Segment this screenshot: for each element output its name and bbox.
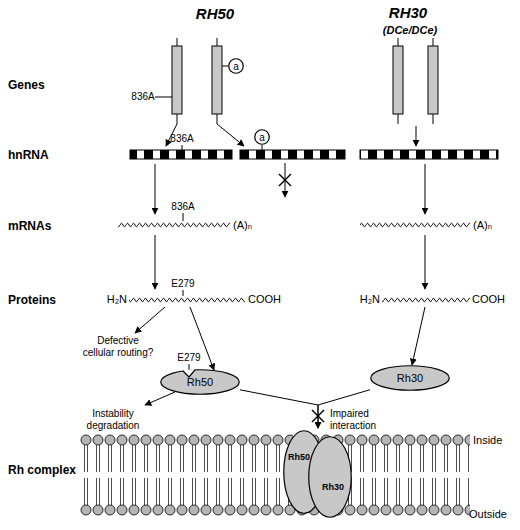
note-text: Instability degradation — [82, 408, 144, 432]
ellipse-outline — [308, 436, 352, 518]
mutation-tick — [183, 213, 184, 221]
notch-cut — [183, 369, 195, 377]
genotype-label: (DCe/DCe) — [383, 24, 437, 37]
edge-label: Impaired interaction — [330, 408, 386, 432]
node-text: Outside — [469, 508, 507, 520]
flow-arrow — [425, 235, 426, 289]
protein-ellipse: Rh50 — [160, 369, 240, 395]
mutation-tick — [182, 145, 183, 150]
flow-arrow — [425, 164, 426, 214]
node-text: Inside — [473, 434, 502, 446]
polya-tail: (A)ₙ — [473, 219, 492, 232]
row-label: Rh complex — [8, 463, 76, 477]
row-label: Genes — [8, 78, 45, 92]
gene-bars — [155, 38, 438, 124]
residue-label: E279 — [171, 278, 194, 290]
node-text: Rh30 — [322, 483, 344, 493]
residue-tick — [183, 290, 184, 296]
flow-arrow — [155, 164, 156, 214]
hnrna-bar — [130, 150, 232, 159]
flow-arrow — [155, 235, 156, 289]
protein-chain — [129, 296, 245, 304]
allele-stalk — [262, 145, 263, 150]
flow-arrow — [416, 126, 417, 146]
complex-subunit: Rh30 — [308, 436, 352, 518]
gene-heading: RH50 — [196, 5, 234, 23]
membrane-band: InsideOutsideRh50Rh30 — [80, 428, 470, 518]
block-cross — [312, 410, 324, 422]
mutation-tick — [155, 97, 172, 98]
flow-arrows — [155, 235, 425, 289]
node-text: Rh30 — [397, 372, 423, 384]
lipid-bilayer — [80, 434, 470, 516]
ellipse-outline — [161, 370, 240, 395]
interaction-connector — [240, 390, 318, 428]
mutation-label: 836A — [170, 133, 193, 145]
ellipse-outline — [309, 437, 352, 518]
gene-bar — [428, 46, 438, 114]
note-text: Defective cellular routing? — [81, 335, 155, 359]
flow-arrows — [166, 124, 416, 146]
circle-outline — [255, 130, 270, 145]
mrna-strand — [360, 221, 470, 229]
residue-label: E279 — [177, 352, 200, 364]
row-label: mRNAs — [8, 219, 51, 233]
flow-arrow — [135, 307, 165, 333]
terminus-label: COOH — [248, 293, 281, 306]
gene-bar — [212, 46, 222, 114]
terminus-label: H₂N — [107, 293, 127, 306]
protein-chain — [382, 296, 470, 304]
ellipse-outline — [371, 366, 450, 391]
row-label: Proteins — [8, 293, 56, 307]
terminus-label: H₂N — [360, 293, 380, 306]
gene-heading: RH30 — [389, 4, 427, 22]
block-cross — [312, 410, 324, 422]
circle-outline — [229, 59, 244, 74]
flow-arrow — [217, 124, 244, 146]
block-cross — [279, 174, 291, 186]
block-cross — [279, 174, 291, 186]
row-label: hnRNA — [8, 148, 49, 162]
fate-arrows — [135, 307, 425, 405]
protein-ellipse: Rh30 — [370, 365, 450, 391]
flow-arrow — [145, 392, 175, 405]
hnrna-bar — [360, 150, 498, 159]
node-text: a — [259, 132, 265, 143]
notch-outline — [183, 370, 195, 377]
hnrna-bar — [240, 150, 345, 159]
mutation-label: 836A — [171, 201, 194, 213]
polya-tail: (A)ₙ — [233, 219, 252, 232]
gene-bar — [172, 46, 182, 114]
node-text: a — [233, 61, 239, 72]
gene-bar — [393, 46, 403, 114]
node-text: Rh50 — [187, 376, 213, 388]
mutation-label: 836A — [131, 91, 154, 103]
allele-stalk — [222, 66, 228, 67]
node-text: Rh50 — [288, 453, 310, 463]
hnrna-bars — [130, 145, 498, 159]
mrna-strand — [118, 221, 230, 229]
flow-arrows — [155, 164, 425, 214]
allele-circle: a — [254, 129, 270, 145]
flow-arrow — [412, 307, 425, 365]
terminus-label: COOH — [472, 293, 505, 306]
allele-circle: a — [228, 58, 244, 74]
blocked-arrow — [279, 163, 291, 197]
block-cross — [312, 410, 324, 422]
